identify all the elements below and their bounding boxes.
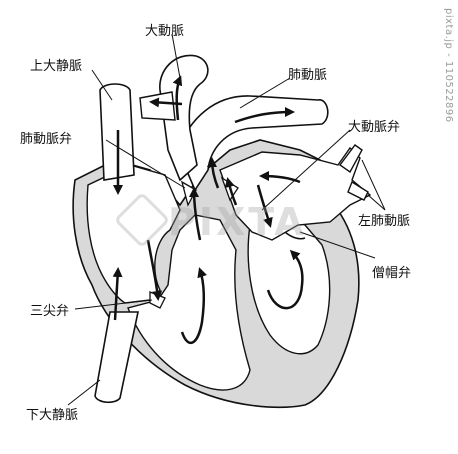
label-left-pulmonary-vein: 左肺動脈: [358, 214, 411, 229]
leader-mitral: [299, 231, 376, 259]
watermark-brand: PIXTA: [168, 200, 307, 244]
arrow-rv-up: [189, 187, 202, 241]
arrow-lv-loop: [266, 249, 304, 310]
leader-aortic-valve: [261, 129, 351, 211]
label-mitral-valve: 僧帽弁: [372, 266, 412, 281]
pulmonary-vein-upper: [339, 144, 363, 174]
label-pulmonary-artery: 肺動脈: [288, 68, 328, 83]
mitral-valve-flap: [284, 231, 306, 240]
arrow-la-in: [259, 171, 301, 184]
arrow-ra-to-rv: [146, 239, 163, 301]
pulmonary-artery-vessel: [177, 95, 329, 192]
label-leaders: [67, 33, 386, 406]
label-inferior-vena-cava: 下大静脈: [26, 408, 79, 423]
label-aorta: 大動脈: [145, 24, 185, 39]
arrow-ivc-up: [112, 267, 123, 321]
label-aortic-valve: 大動脈弁: [348, 120, 401, 135]
inferior-vena-cava-vessel: [94, 311, 139, 404]
label-tricuspid-valve: 三尖弁: [30, 304, 70, 319]
leader-svc: [91, 69, 113, 101]
arrow-to-aorta: [207, 157, 220, 189]
leader-lpv-2: [367, 194, 386, 211]
leader-lpv-1: [361, 159, 386, 211]
leader-pa: [239, 77, 291, 109]
arrow-pa-right: [234, 107, 295, 124]
arrow-lv-up: [224, 177, 238, 206]
leader-pulmonary-valve: [105, 139, 186, 189]
right-atrium: [86, 164, 181, 304]
label-superior-vena-cava: 上大静脈: [30, 59, 83, 74]
left-atrium: [219, 146, 372, 241]
arrow-la-down: [256, 184, 273, 228]
leader-aorta: [171, 33, 181, 79]
pulmonary-vein-lower: [347, 180, 369, 201]
left-ventricle: [247, 214, 331, 355]
leader-ivc: [67, 379, 101, 406]
right-ventricle: [127, 214, 251, 391]
stock-id: pixta.jp - 110522896: [443, 8, 454, 123]
aorta-vessel: [159, 54, 209, 182]
pulmonary-valve-flap: [180, 180, 197, 207]
aorta-branch: [139, 91, 176, 121]
arrow-rv-loop: [180, 267, 207, 345]
arrow-aorta-up: [172, 75, 183, 121]
label-pulmonary-valve: 肺動脈弁: [20, 132, 73, 147]
leader-tricuspid: [74, 299, 153, 310]
blood-flow-arrows: [112, 75, 304, 345]
